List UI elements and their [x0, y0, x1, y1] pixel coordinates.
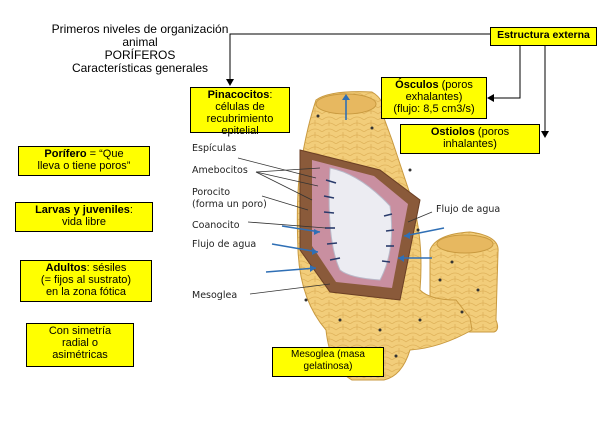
pinacocitos-line-3: recubrimiento	[206, 113, 274, 125]
box-ostiolos: Ostiolos (poros inhalantes)	[400, 124, 540, 154]
porifero-def-a: = “Que	[86, 148, 124, 160]
label-porocito: Porocito	[192, 187, 231, 198]
osculos-def-a: (poros	[438, 79, 473, 91]
simetria-line-1: Con simetría	[48, 325, 112, 337]
pinacocitos-term: Pinacocitos	[207, 89, 270, 101]
box-estructura-externa: Estructura externa	[490, 27, 597, 46]
pinacocitos-line-4: epitelial	[221, 125, 259, 137]
osculos-line-3: (flujo: 8,5 cm3/s)	[393, 103, 475, 115]
leader-lines	[237, 157, 433, 295]
box-mesoglea: Mesoglea (masa gelatinosa)	[272, 347, 384, 377]
box-porifero: Porífero = “Que lleva o tiene poros”	[18, 146, 150, 176]
mesoglea-line-1: Mesoglea (masa	[291, 349, 365, 360]
title-line-4: Características generales	[71, 61, 209, 75]
spongocoel	[328, 167, 393, 281]
larvas-def-b: vida libre	[61, 216, 107, 228]
box-pinacocitos: Pinacocitos: células de recubrimiento ep…	[190, 87, 290, 137]
pinacocitos-line-2: células de	[215, 101, 265, 113]
larvas-term: Larvas y juveniles	[35, 204, 130, 216]
water-flow-arrowheads	[310, 94, 410, 272]
osculos-term: Ósculos	[395, 79, 439, 91]
connector-arrowheads	[226, 79, 549, 138]
title-line-1: Primeros niveles de organización	[51, 22, 229, 36]
porifero-def-b: lleva o tiene poros”	[37, 160, 131, 172]
label-flujo-agua-right: Flujo de agua	[436, 204, 501, 215]
pinacocitos-def-a: :	[269, 89, 273, 101]
choanocytes	[323, 179, 395, 263]
adultos-def-b: (= fijos al sustrato)	[40, 274, 132, 286]
box-simetria: Con simetría radial o asimétricas	[26, 323, 134, 367]
label-mesoglea: Mesoglea	[192, 290, 238, 301]
page-title: Primeros niveles de organización animal …	[40, 23, 240, 75]
title-line-2: animal	[122, 35, 158, 49]
bud-osculum	[436, 234, 494, 254]
connector-lines	[229, 33, 546, 134]
ostiolos-def-a: (poros	[474, 126, 510, 138]
adultos-def-c: en la zona fótica	[45, 286, 127, 298]
label-porocito-detail: (forma un poro)	[192, 199, 267, 210]
box-adultos: Adultos: sésiles (= fijos al sustrato) e…	[20, 260, 152, 302]
water-flow-arrows	[265, 96, 445, 273]
larvas-def-a: :	[129, 204, 133, 216]
label-coanocito: Coanocito	[192, 220, 240, 231]
ostiolos-line-2: inhalantes)	[443, 138, 497, 150]
label-espiculas: Espículas	[192, 143, 237, 154]
simetria-line-3: asimétricas	[52, 349, 108, 361]
title-line-3: PORÍFEROS	[104, 48, 176, 62]
mesoglea-line-2: gelatinosa)	[303, 361, 353, 372]
adultos-term: Adultos	[45, 262, 87, 274]
label-flujo-agua-left: Flujo de agua	[192, 239, 257, 250]
box-osculos: Ósculos (poros exhalantes) (flujo: 8,5 c…	[381, 77, 487, 119]
adultos-def-a: : sésiles	[86, 262, 127, 274]
simetria-line-2: radial o	[61, 337, 99, 349]
ostiolos-term: Ostiolos	[430, 126, 475, 138]
label-amebocitos: Amebocitos	[192, 165, 248, 176]
osculos-line-2: exhalantes)	[405, 91, 463, 103]
box-larvas: Larvas y juveniles: vida libre	[15, 202, 153, 232]
porifero-term: Porífero	[44, 148, 87, 160]
